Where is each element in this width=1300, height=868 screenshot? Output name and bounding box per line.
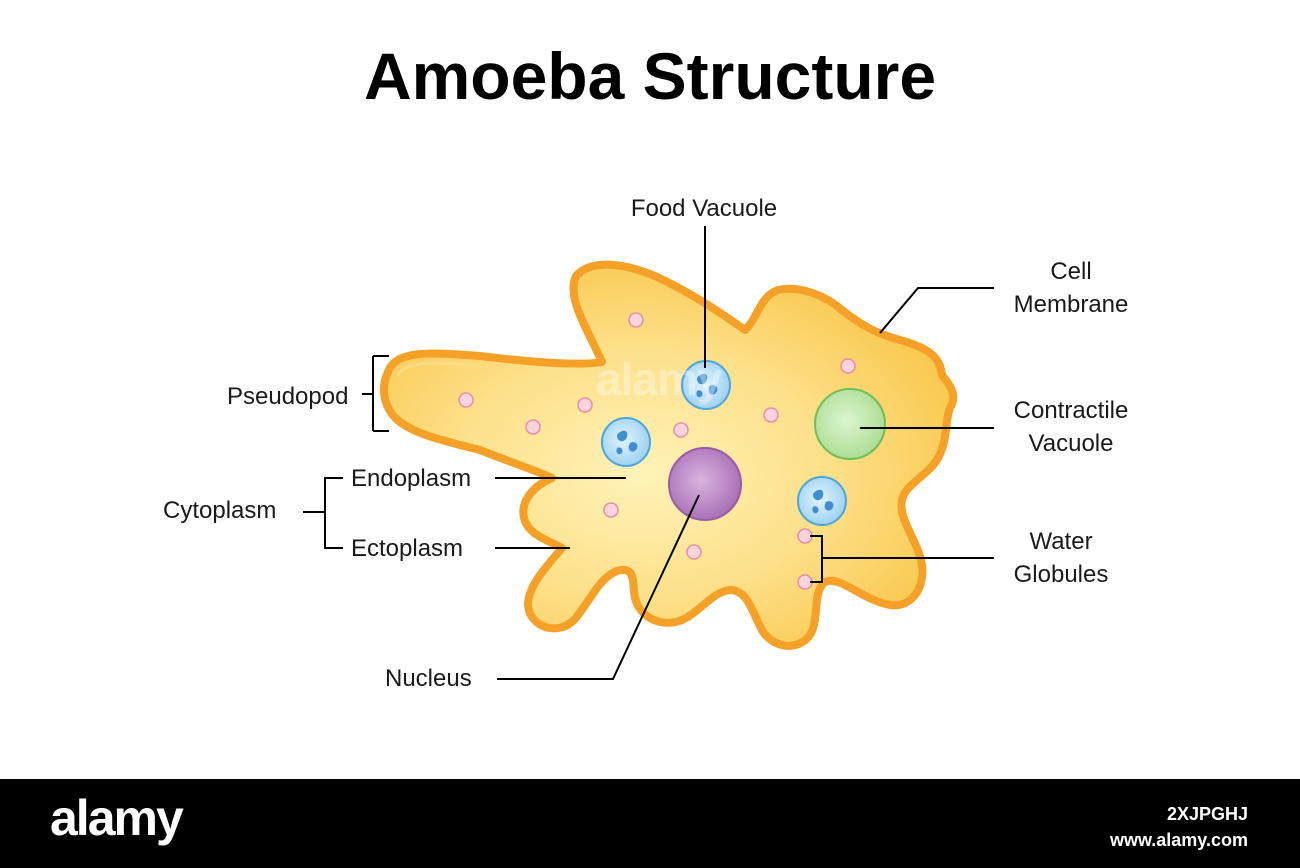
label-water-globules-line2: Globules	[1013, 561, 1109, 588]
leader-lines	[303, 226, 994, 680]
label-pseudopod: Pseudopod	[227, 383, 349, 410]
footer-logo: alamy	[50, 790, 184, 846]
label-contractile-vacuole-line1: Contractile	[1013, 397, 1129, 424]
cell-membrane	[379, 260, 958, 650]
site-url: www.alamy.com	[1109, 830, 1248, 850]
label-nucleus: Nucleus	[385, 665, 472, 692]
footer-bar: alamy 2XJPGHJ www.alamy.com	[0, 779, 1300, 868]
cell-membrane-leader	[879, 287, 994, 334]
food-vacuole	[681, 360, 731, 410]
nucleus-leader	[497, 494, 700, 680]
watermark: alamy	[596, 353, 722, 405]
label-cytoplasm: Cytoplasm	[163, 497, 277, 524]
label-cell-membrane-line1: Cell	[1050, 258, 1092, 285]
ectoplasm-layer	[396, 361, 483, 377]
contractile-vacuole	[814, 388, 886, 460]
label-cell-membrane-line2: Membrane	[1013, 291, 1129, 318]
label-water-globules-line1: Water	[1029, 528, 1093, 555]
food-vacuole	[601, 417, 651, 467]
page-title: Amoeba Structure	[363, 39, 937, 113]
food-vacuole	[797, 476, 847, 526]
nucleus	[668, 447, 742, 521]
label-food-vacuole: Food Vacuole	[630, 195, 778, 222]
footer-credit: 2XJPGHJ www.alamy.com	[1110, 801, 1248, 853]
label-endoplasm: Endoplasm	[351, 465, 472, 492]
image-id: 2XJPGHJ	[1166, 804, 1248, 824]
water-globules	[458, 312, 856, 590]
label-ectoplasm: Ectoplasm	[351, 535, 464, 562]
label-contractile-vacuole-line2: Vacuole	[1028, 430, 1114, 457]
